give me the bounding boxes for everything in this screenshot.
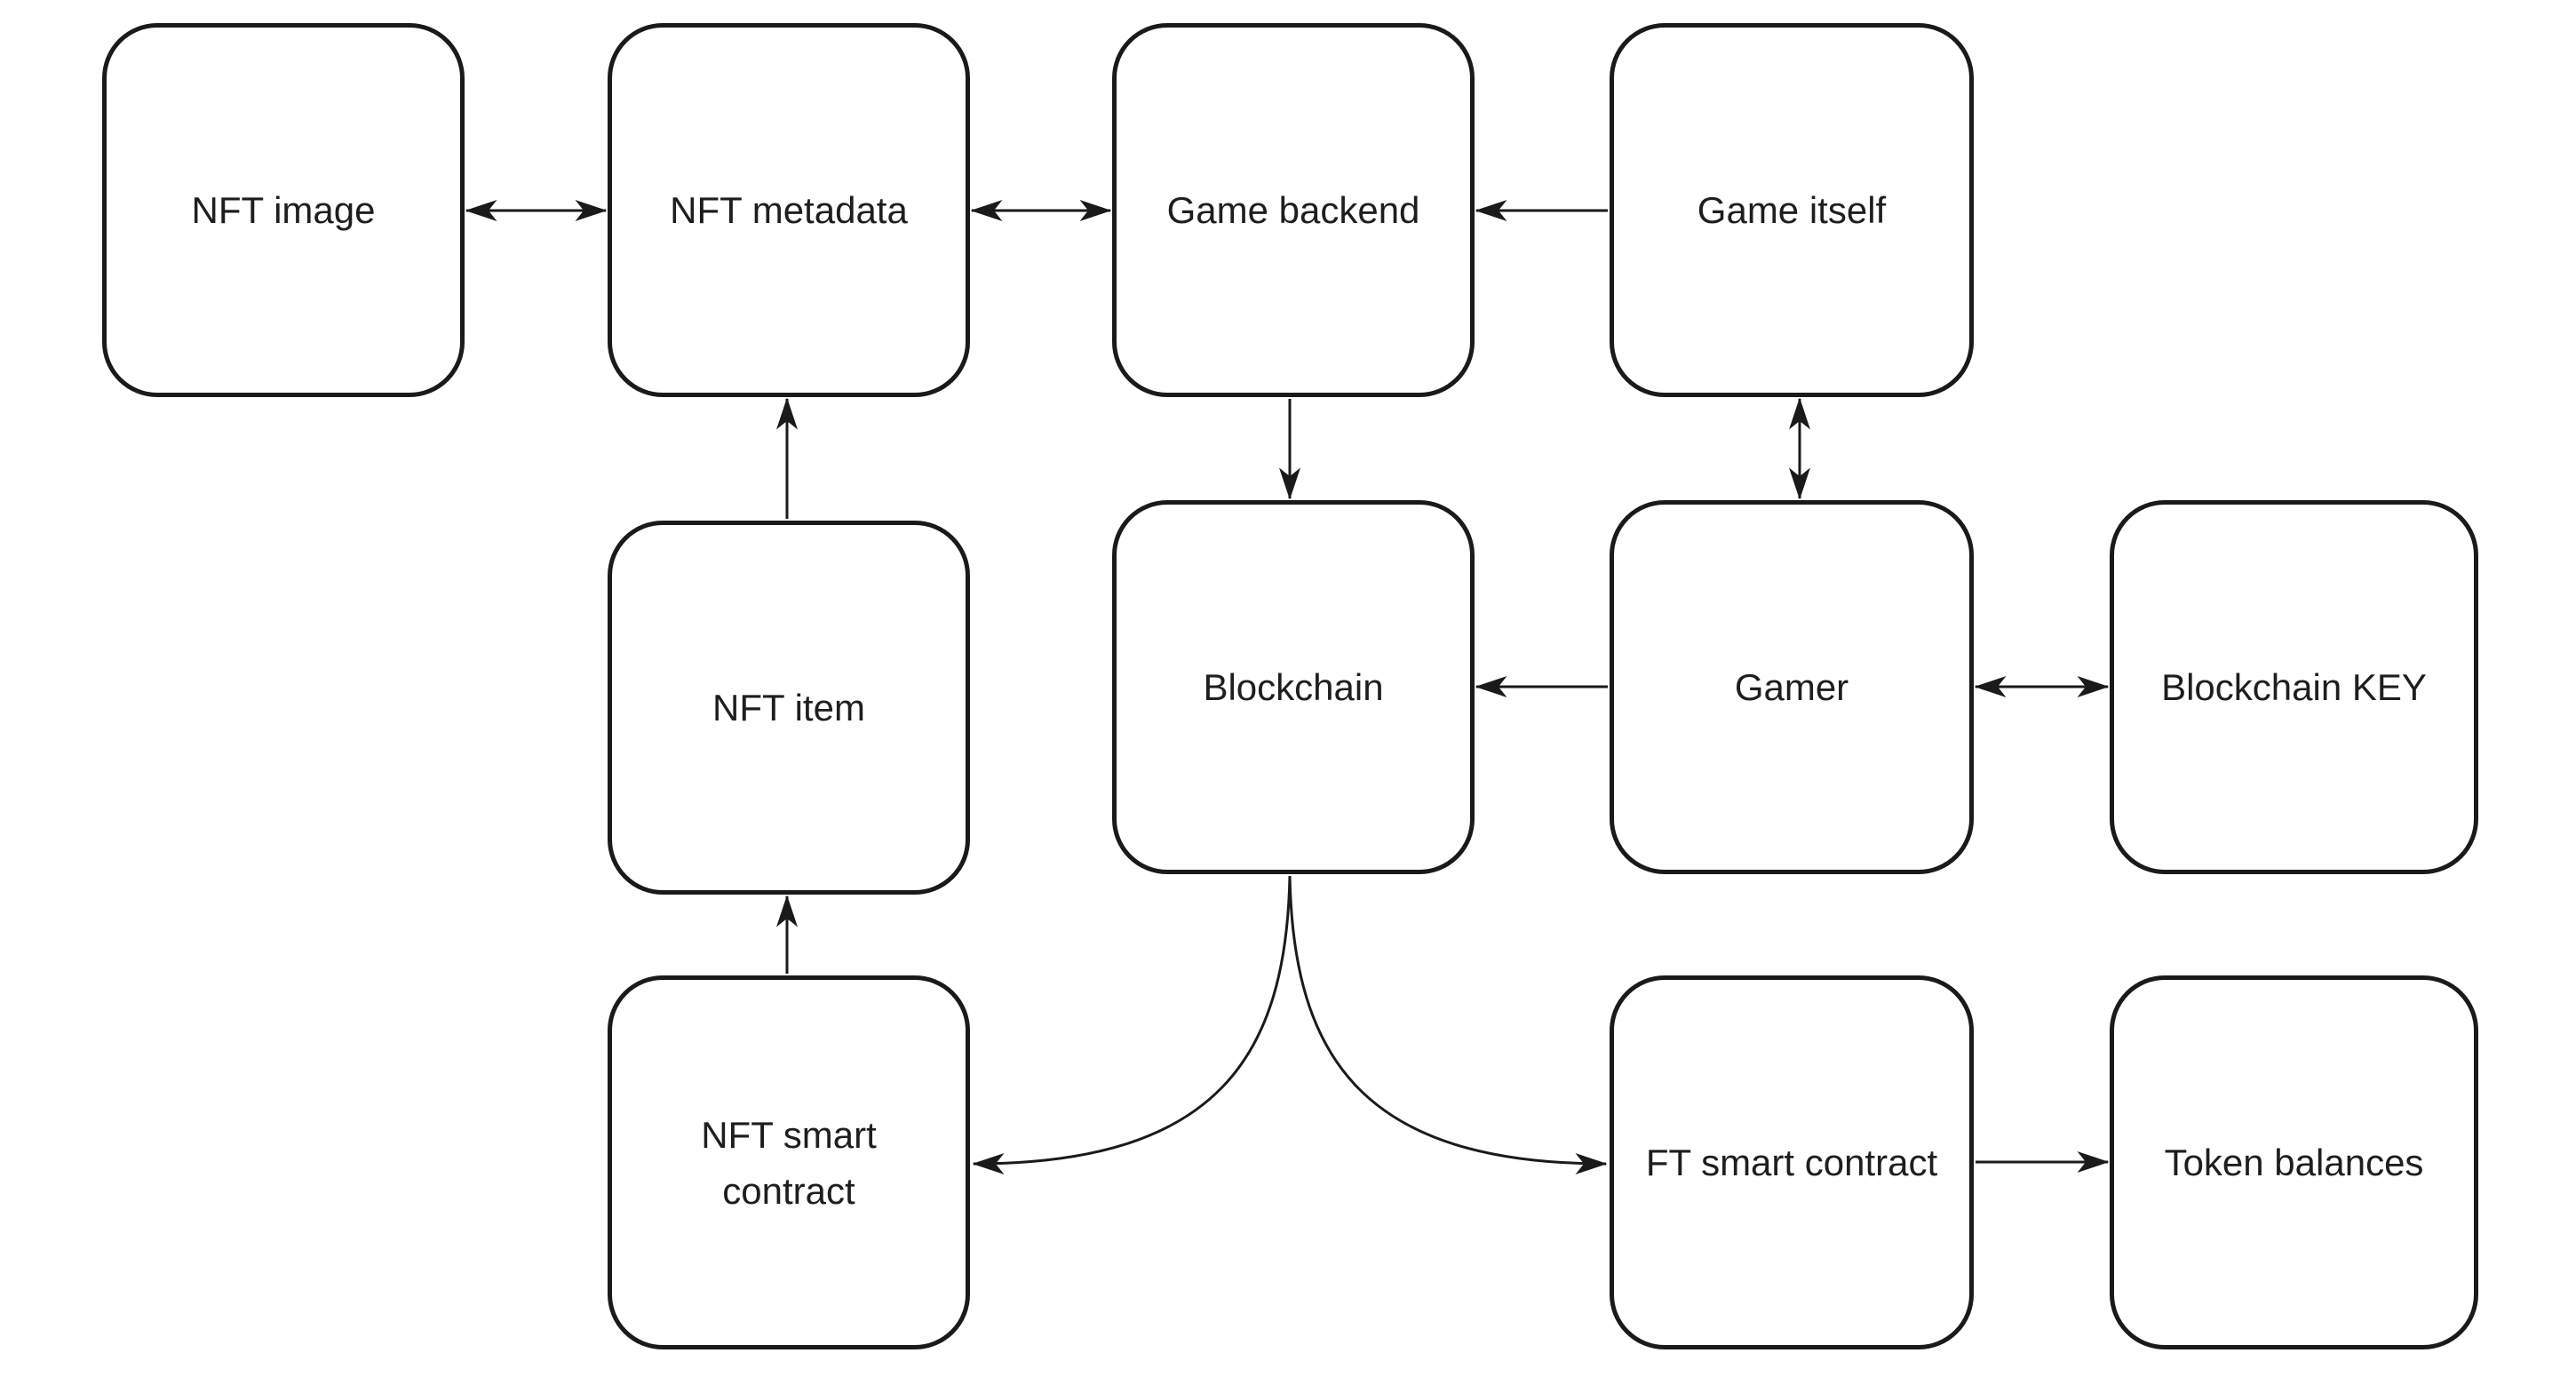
node-nft-metadata: NFT metadata	[608, 23, 970, 397]
node-nft-smart-contract-label: NFT smart contract	[701, 1113, 877, 1212]
node-blockchain-key-label: Blockchain KEY	[2161, 666, 2427, 708]
node-blockchain-label: Blockchain	[1203, 666, 1384, 708]
node-nft-item: NFT item	[608, 521, 970, 895]
node-game-itself: Game itself	[1610, 23, 1974, 397]
node-game-backend-label: Game backend	[1166, 189, 1420, 231]
node-token-balances: Token balances	[2110, 975, 2478, 1349]
node-nft-image: NFT image	[102, 23, 465, 397]
edge-blockchain-nft-smart-contract	[972, 875, 1292, 1174]
node-token-balances-label: Token balances	[2164, 1142, 2424, 1183]
node-gamer: Gamer	[1610, 500, 1974, 874]
node-game-backend: Game backend	[1112, 23, 1475, 397]
node-nft-smart-contract: NFT smart contract	[608, 975, 970, 1349]
edge-blockchain-ft-smart-contract	[1288, 875, 1608, 1174]
node-nft-metadata-label: NFT metadata	[670, 189, 908, 231]
node-nft-image-label: NFT image	[191, 189, 376, 231]
node-game-itself-label: Game itself	[1697, 189, 1887, 231]
node-nft-item-label: NFT item	[712, 687, 865, 728]
node-blockchain-key: Blockchain KEY	[2110, 500, 2478, 874]
node-ft-smart-contract: FT smart contract	[1610, 975, 1974, 1349]
node-gamer-label: Gamer	[1734, 666, 1849, 708]
node-ft-smart-contract-label: FT smart contract	[1645, 1142, 1938, 1183]
node-blockchain: Blockchain	[1112, 500, 1475, 874]
